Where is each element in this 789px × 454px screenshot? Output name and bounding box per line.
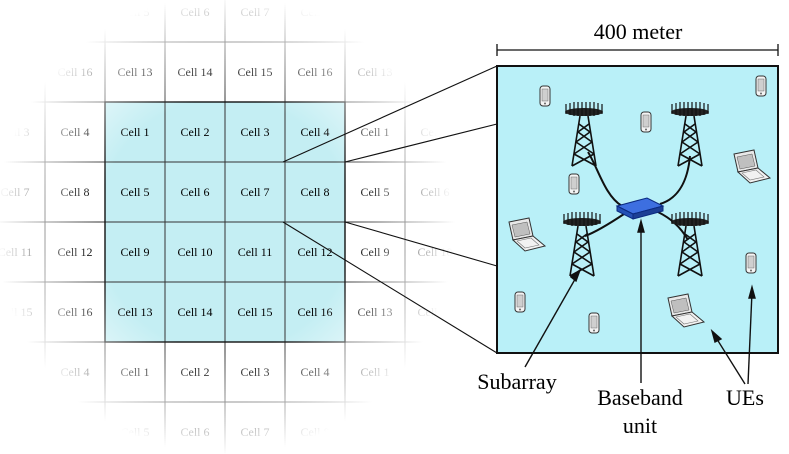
cell-label: Cell 4: [301, 365, 330, 379]
zoom-connector-lines: [282, 65, 498, 354]
cell-label: Cell 4: [61, 125, 90, 139]
cell-label: Cell 5: [361, 185, 390, 199]
cell-label: Cell 13: [358, 305, 393, 319]
cell-label: Cell 8: [61, 5, 90, 19]
cell-label: Cell 15: [238, 65, 273, 79]
scale-bar: [496, 44, 779, 56]
cell-label: Cell 8: [301, 185, 330, 199]
cell-label: Cell 13: [358, 65, 393, 79]
cell-label: Cell 6: [181, 425, 210, 439]
scale-label: 400 meter: [594, 19, 683, 44]
ue-phone-icon: [640, 111, 652, 133]
cell-label: Cell 1: [121, 125, 150, 139]
cell-label: Cell 13: [118, 65, 153, 79]
cell-label: Cell 2: [181, 125, 210, 139]
cell-label: Cell 1: [361, 365, 390, 379]
cell-label: Cell 5: [361, 5, 390, 19]
baseband-unit-label-line1: Baseband: [597, 385, 683, 410]
cell-label: Cell 3: [1, 365, 30, 379]
cell-label: Cell 7: [241, 185, 270, 199]
cell-label: Cell 16: [298, 65, 333, 79]
cell-label: Cell 3: [241, 365, 270, 379]
ues-label: UEs: [726, 385, 764, 410]
cell-label: Cell 10: [178, 245, 213, 259]
cell-label: Cell 3: [1, 125, 30, 139]
cell-label: Cell 15: [0, 65, 33, 79]
cell-label: Cell 5: [361, 425, 390, 439]
ue-phone-icon: [588, 312, 600, 334]
cell-label: Cell 9: [121, 245, 150, 259]
cell-label: Cell 4: [301, 125, 330, 139]
cell-label: Cell 6: [421, 5, 450, 19]
cell-label: Cell 2: [421, 125, 450, 139]
cell-label: Cell 7: [1, 425, 30, 439]
cell-label: Cell 14: [178, 65, 213, 79]
cell-label: Cell 16: [298, 305, 333, 319]
cell-label: Cell 14: [418, 305, 453, 319]
cell-label: Cell 4: [61, 365, 90, 379]
cell-label: Cell 7: [1, 5, 30, 19]
cell-label: Cell 14: [418, 65, 453, 79]
ue-phone-icon: [745, 252, 757, 274]
baseband-unit-label-line2: unit: [623, 413, 657, 438]
cell-label: Cell 5: [121, 5, 150, 19]
cell-label: Cell 9: [361, 245, 390, 259]
cell-label: Cell 7: [241, 425, 270, 439]
ue-phone-icon: [755, 75, 767, 97]
cell-label: Cell 5: [121, 425, 150, 439]
cell-label: Cell 16: [58, 305, 93, 319]
cell-label: Cell 10: [418, 245, 453, 259]
cell-label: Cell 12: [298, 245, 333, 259]
cell-label: Cell 7: [1, 185, 30, 199]
cell-label: Cell 6: [421, 185, 450, 199]
cell-label: Cell 11: [0, 245, 32, 259]
cell-label: Cell 6: [181, 5, 210, 19]
cell-label: Cell 16: [58, 65, 93, 79]
cell-label: Cell 13: [118, 305, 153, 319]
ue-phone-icon: [568, 173, 580, 195]
subarray-label: Subarray: [477, 369, 556, 394]
cell-label: Cell 8: [301, 425, 330, 439]
ue-phone-icon: [514, 291, 526, 313]
cell-label: Cell 6: [421, 425, 450, 439]
cell-label: Cell 1: [121, 365, 150, 379]
cell-label: Cell 3: [241, 125, 270, 139]
cell-label: Cell 8: [301, 5, 330, 19]
cell-label: Cell 11: [238, 245, 273, 259]
cell-label: Cell 15: [0, 305, 33, 319]
cell-label: Cell 7: [241, 5, 270, 19]
ue-phone-icon: [539, 85, 551, 107]
cell-label: Cell 8: [61, 185, 90, 199]
cell-grid: Cell 7 Cell 8 Cell 5 Cell 6 Cell 7 Cell 8 Cell…: [0, 0, 466, 454]
cell-label: Cell 2: [421, 365, 450, 379]
annotation-arrows: [524, 218, 756, 385]
baseband-unit-icon: [615, 197, 665, 220]
cell-label: Cell 14: [178, 305, 213, 319]
cell-label: Cell 1: [361, 125, 390, 139]
cell-label: Cell 12: [58, 245, 93, 259]
cell-label: Cell 5: [121, 185, 150, 199]
cell-label: Cell 6: [181, 185, 210, 199]
cell-label: Cell 15: [238, 305, 273, 319]
cell-label: Cell 8: [61, 425, 90, 439]
cell-label: Cell 2: [181, 365, 210, 379]
